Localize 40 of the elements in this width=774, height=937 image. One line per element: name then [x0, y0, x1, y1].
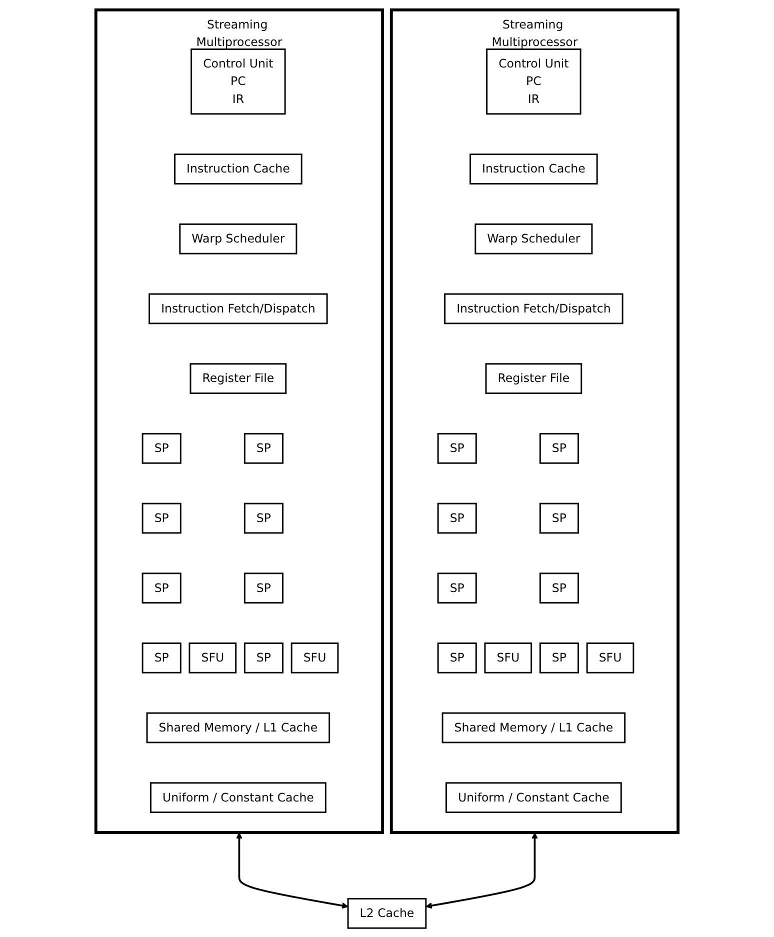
node-box: [486, 48, 582, 114]
node-box: [244, 432, 284, 464]
node-box: [146, 712, 330, 743]
node-box: [244, 502, 284, 534]
node-box: [244, 642, 284, 673]
node-box: [484, 642, 532, 673]
node-box: [444, 292, 624, 324]
node-box: [179, 222, 298, 254]
node-box: [174, 153, 302, 184]
cluster: [94, 8, 384, 834]
node-box: [470, 153, 598, 184]
node-box: [539, 642, 580, 673]
node-box: [347, 897, 427, 928]
node-box: [442, 712, 626, 743]
node-box: [188, 642, 237, 673]
node-box: [142, 432, 182, 464]
arrow: [236, 832, 348, 908]
diagram: Streaming Multiprocessor Control Unit PC IR Instruction Cache Warp Scheduler Instruction Fetch/Dispatch Register File SP SFU SP SFU SP SP SP SP SP SP Shared Memory / L1 Cache Uniform / Constant Cache Streaming Multiprocessor Control Unit PC IR Instruction Cache Warp Scheduler Instruction Fetch/Dispatch Register File SP SFU SP SFU SP SP SP SP SP SP Shared Memory / L1 Cache Uniform / Constant Cache L2 Cache: [90, 4, 684, 934]
node-box: [142, 502, 182, 534]
node-box: [474, 222, 593, 254]
node-box: [244, 572, 284, 604]
node-box: [446, 782, 622, 813]
node-box: [485, 362, 582, 394]
node-box: [142, 642, 182, 673]
node-box: [150, 782, 326, 813]
node-box: [437, 642, 477, 673]
node-box: [437, 572, 477, 604]
node-box: [190, 48, 286, 114]
node-box: [437, 432, 477, 464]
arrow: [426, 832, 538, 908]
node-box: [539, 572, 580, 604]
node-box: [190, 362, 287, 394]
node-box: [539, 502, 580, 534]
node-box: [148, 292, 328, 324]
node-box: [142, 572, 182, 604]
node-box: [539, 432, 580, 464]
node-box: [290, 642, 339, 673]
node-box: [437, 502, 477, 534]
node-box: [586, 642, 634, 673]
cluster: [390, 8, 680, 834]
